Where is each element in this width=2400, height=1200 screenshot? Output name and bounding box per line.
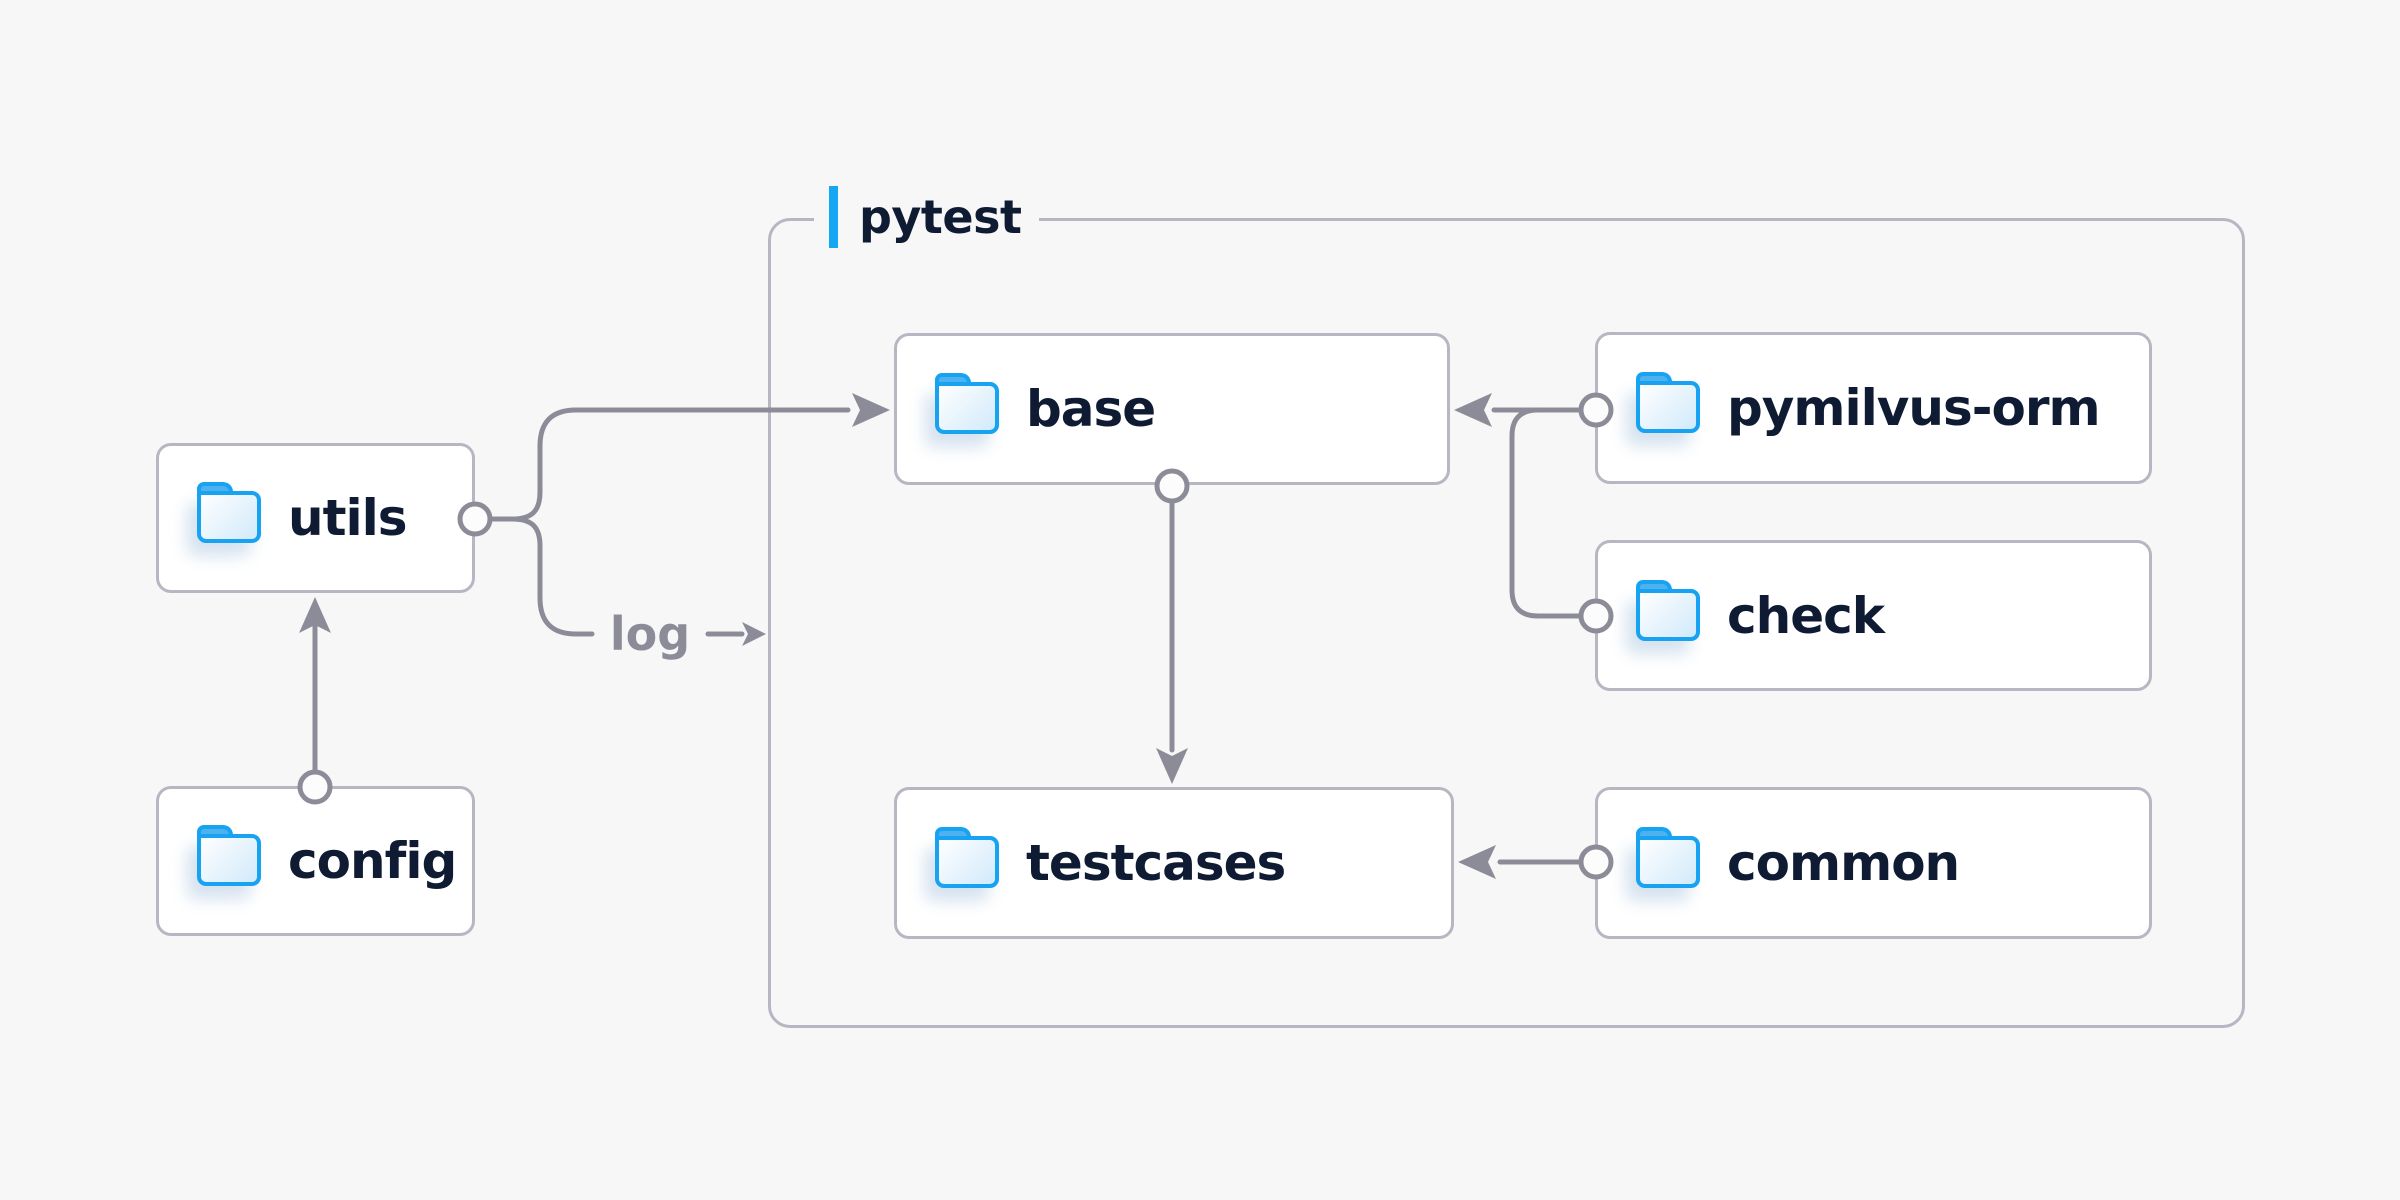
node-testcases: testcases	[894, 787, 1454, 939]
folder-icon	[197, 482, 261, 543]
accent-bar-icon	[829, 186, 838, 248]
arrowhead-right-icon	[742, 622, 766, 646]
node-base: base	[894, 333, 1450, 485]
node-label: utils	[288, 489, 408, 547]
node-label: testcases	[1026, 834, 1286, 892]
pytest-group-label: pytest	[814, 186, 1040, 248]
node-check: check	[1595, 540, 2152, 691]
folder-icon	[935, 827, 999, 888]
folder-icon	[935, 373, 999, 434]
folder-icon	[197, 825, 261, 886]
node-common: common	[1595, 787, 2152, 939]
arrowhead-up-icon	[299, 597, 331, 633]
folder-icon	[1636, 579, 1700, 641]
node-config: config	[156, 786, 475, 936]
node-label: base	[1026, 380, 1156, 438]
pytest-group	[768, 218, 2245, 1028]
folder-icon	[1636, 372, 1700, 433]
node-label: common	[1727, 834, 1960, 892]
edge-config-to-utils	[297, 597, 333, 805]
folder-icon	[1636, 827, 1700, 888]
node-utils: utils	[156, 443, 475, 593]
node-pymilvus-orm: pymilvus-orm	[1595, 332, 2152, 484]
node-label: check	[1727, 586, 1885, 645]
pytest-group-title: pytest	[859, 190, 1022, 244]
log-label: log	[609, 607, 691, 661]
node-label: config	[288, 832, 457, 890]
node-label: pymilvus-orm	[1727, 379, 2101, 437]
